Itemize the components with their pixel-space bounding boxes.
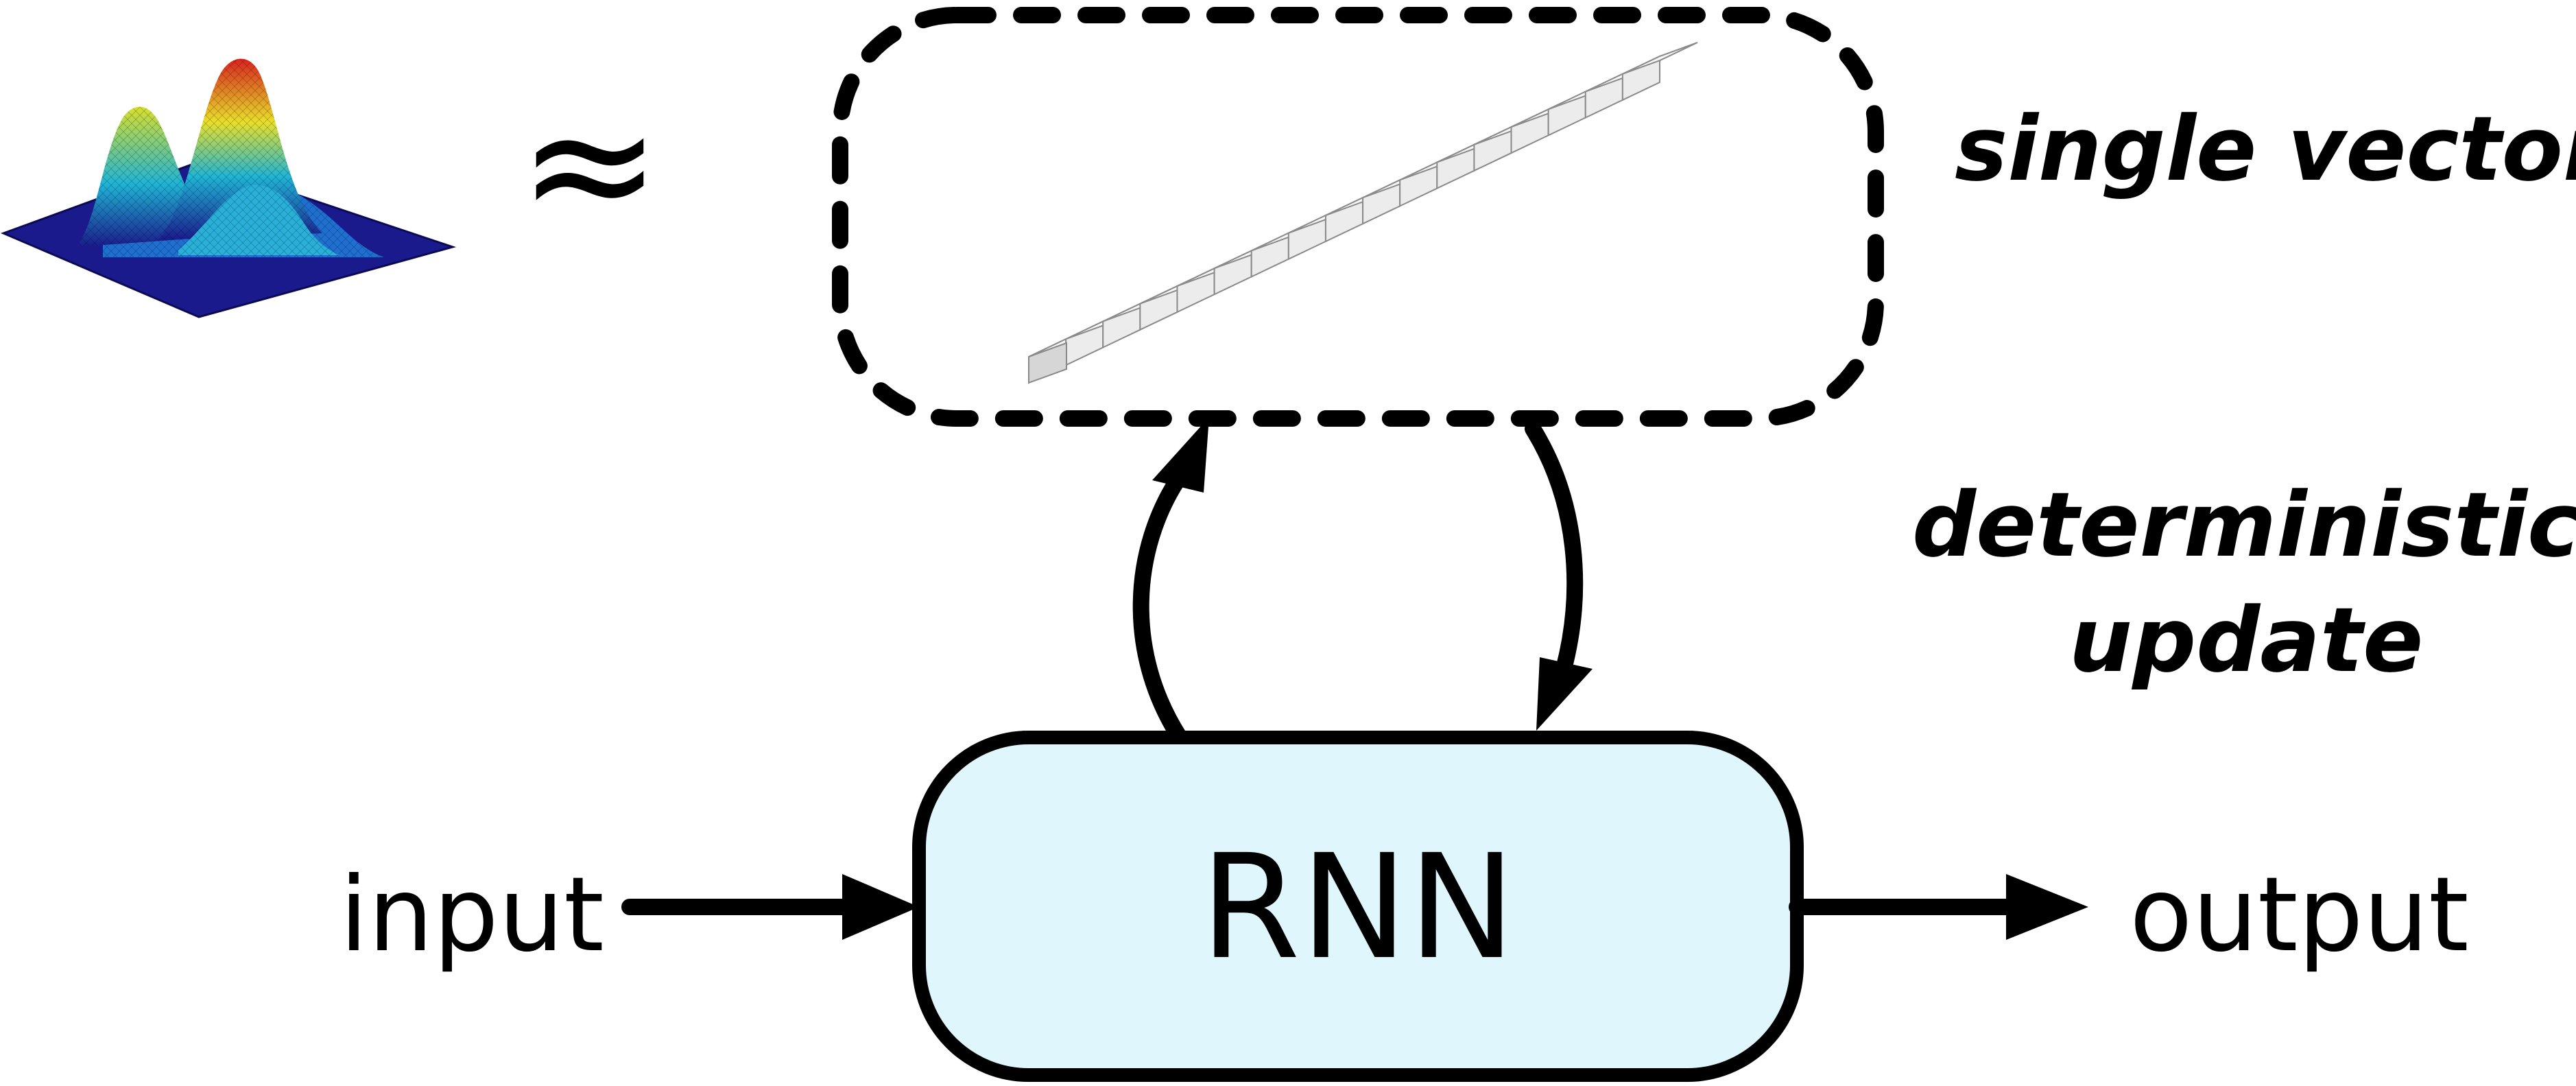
- read-state-arrow: [1525, 421, 1593, 731]
- rnn-label: RNN: [1200, 823, 1516, 991]
- deterministic-update-label-line1: deterministic: [1912, 473, 2576, 577]
- output-label: output: [2130, 855, 2469, 975]
- state-dashed-container: [832, 7, 1884, 427]
- single-vector-cells-icon: [1028, 42, 1698, 384]
- gaussian-mixture-surface-icon: [0, 58, 457, 318]
- vector-cell-end-cap: [1028, 342, 1067, 384]
- deterministic-update-label-line2: update: [2069, 588, 2424, 692]
- input-label: input: [339, 855, 604, 975]
- vector-cell-top: [1622, 42, 1698, 75]
- input-arrow: [621, 874, 919, 940]
- single-vector-label: single vector: [1955, 97, 2576, 201]
- write-state-arrow: [1132, 417, 1209, 746]
- output-arrow: [1789, 874, 2088, 940]
- approx-symbol: ≈: [518, 64, 661, 263]
